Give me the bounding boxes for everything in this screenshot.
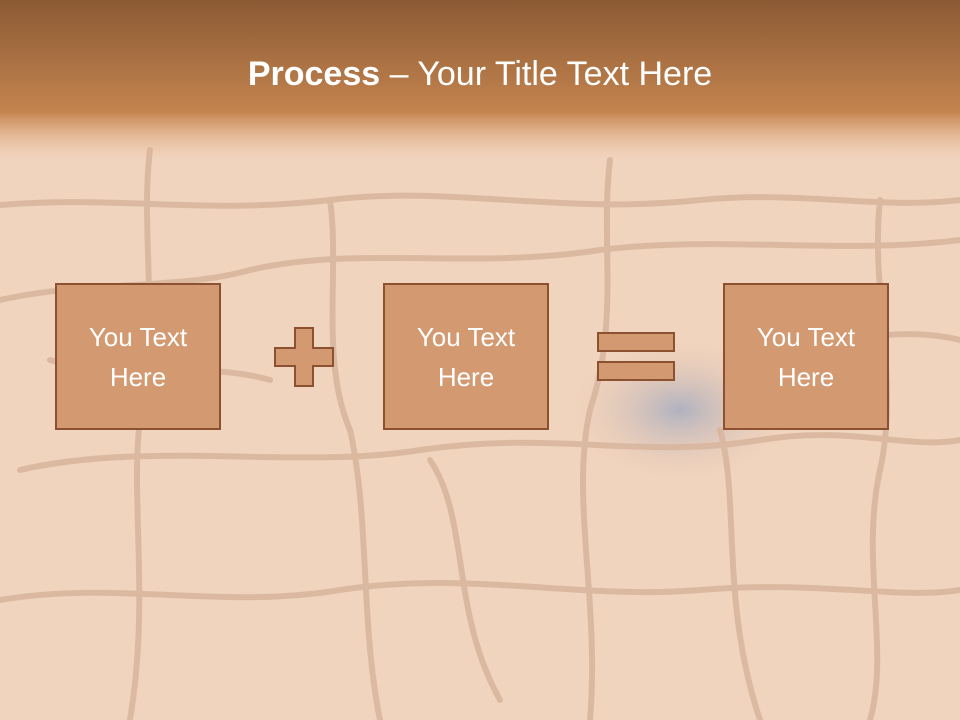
title-bold: Process: [247, 55, 381, 93]
text-box-2[interactable]: You Text Here: [383, 283, 549, 430]
plus-icon: [274, 327, 334, 387]
text-box-3-label: You Text Here: [756, 321, 856, 392]
title-rest: – Your Title Text Here: [380, 55, 713, 93]
text-box-3[interactable]: You Text Here: [723, 283, 889, 430]
text-box-1-label: You Text Here: [88, 321, 188, 392]
text-box-1[interactable]: You Text Here: [55, 283, 221, 430]
slide-title: Process – Your Title Text Here: [0, 52, 960, 96]
equals-icon: [597, 332, 675, 381]
text-box-2-label: You Text Here: [416, 321, 516, 392]
